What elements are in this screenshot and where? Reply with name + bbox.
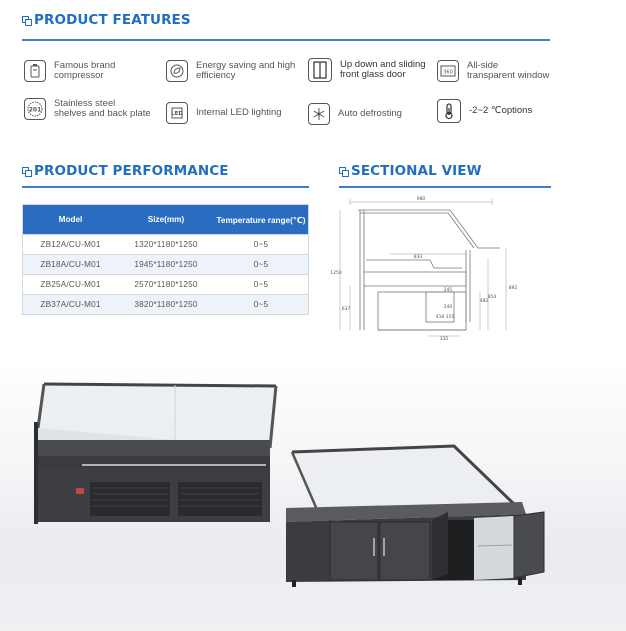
dim-right-low: 482 xyxy=(480,298,489,304)
cell-model: ZB25A/CU-M01 xyxy=(22,274,118,295)
cell-model: ZB37A/CU-M01 xyxy=(22,294,118,315)
dim-center-mid: 245 xyxy=(444,287,453,293)
cell-model: ZB18A/CU-M01 xyxy=(22,254,118,275)
sectional-divider xyxy=(339,186,551,188)
feature-text: Up down and sliding front glass door xyxy=(340,59,426,80)
energy-leaf-icon xyxy=(166,60,188,82)
display-case-right xyxy=(286,444,545,587)
features-divider xyxy=(22,39,550,41)
performance-table: Model Size(mm) Temperature range(℃) ZB12… xyxy=(22,204,309,315)
feature-steel-shelf: 201 Stainless steel shelves and back pla… xyxy=(24,98,151,120)
performance-header: PRODUCT PERFORMANCE xyxy=(22,163,229,179)
section-icon xyxy=(22,16,32,26)
dim-left-low: 637 xyxy=(342,306,351,312)
section-icon xyxy=(22,167,32,177)
cell-temp: 0~5 xyxy=(214,274,309,295)
cell-model: ZB12A/CU-M01 xyxy=(22,234,118,255)
dim-top: 980 xyxy=(417,196,426,202)
table-row: ZB18A/CU-M01 1945*1180*1250 0~5 xyxy=(22,254,309,275)
dim-bottom: 335 xyxy=(440,336,449,342)
table-row: ZB12A/CU-M01 1320*1180*1250 0~5 xyxy=(22,234,309,255)
thermometer-icon xyxy=(437,99,461,123)
glass-outline xyxy=(358,209,500,249)
performance-divider xyxy=(22,186,309,188)
feature-text: All-side transparent window xyxy=(467,60,550,81)
feature-text: Auto defrosting xyxy=(338,108,402,119)
table-row: ZB25A/CU-M01 2570*1180*1250 0~5 xyxy=(22,274,309,295)
cell-temp: 0~5 xyxy=(214,294,309,315)
cell-size: 1320*1180*1250 xyxy=(118,234,214,255)
feature-sliding-door: Up down and sliding front glass door xyxy=(308,58,426,82)
dim-right-mid: 854 xyxy=(488,294,497,300)
sectional-header: SECTIONAL VIEW xyxy=(339,163,482,179)
sectional-diagram: 980 833 1250 637 892 854 482 245 418 315… xyxy=(330,196,518,342)
sliding-door-icon xyxy=(308,58,332,82)
svg-text:360: 360 xyxy=(443,70,453,76)
feature-transparent-window: 360 All-side transparent window xyxy=(437,60,549,82)
glass-inner xyxy=(360,212,475,249)
performance-title: PRODUCT PERFORMANCE xyxy=(34,163,229,179)
table-row: ZB37A/CU-M01 3820*1180*1250 0~5 xyxy=(22,294,309,315)
feature-text: Famous brand compressor xyxy=(54,60,116,81)
feature-energy: Energy saving and high efficiency xyxy=(166,60,295,82)
cell-temp: 0~5 xyxy=(214,234,309,255)
display-case-left xyxy=(34,382,278,524)
steel-badge-text: 201 xyxy=(29,107,42,114)
feature-text: -2~2 ℃options xyxy=(469,105,533,116)
cell-size: 2570*1180*1250 xyxy=(118,274,214,295)
feature-text: Stainless steel shelves and back plate xyxy=(54,98,151,119)
features-header: PRODUCT FEATURES xyxy=(22,12,191,28)
feature-led: LED Internal LED lighting xyxy=(166,102,282,124)
transparent-window-icon: 360 xyxy=(437,60,459,82)
features-title: PRODUCT FEATURES xyxy=(34,12,191,28)
dim-bottom-inner-b: 315 xyxy=(446,314,455,320)
cell-temp: 0~5 xyxy=(214,254,309,275)
dim-left-height: 1250 xyxy=(330,270,342,276)
table-header-row: Model Size(mm) Temperature range(℃) xyxy=(22,204,309,235)
column-header: Temperature range(℃) xyxy=(214,204,309,235)
section-icon xyxy=(339,167,349,177)
dim-right-outer: 892 xyxy=(509,285,518,291)
sectional-title: SECTIONAL VIEW xyxy=(351,163,482,179)
compressor-icon xyxy=(24,60,46,82)
feature-temperature: -2~2 ℃options xyxy=(437,99,532,123)
led-icon: LED xyxy=(166,102,188,124)
feature-text: Internal LED lighting xyxy=(196,107,282,118)
feature-text: Energy saving and high efficiency xyxy=(196,60,296,81)
led-badge-text: LED xyxy=(171,111,183,117)
column-header: Model xyxy=(22,204,118,235)
cell-size: 1945*1180*1250 xyxy=(118,254,214,275)
steel-shelf-icon: 201 xyxy=(24,98,46,120)
dim-inner-left: 833 xyxy=(414,254,423,260)
snowflake-icon xyxy=(308,103,330,125)
feature-compressor: Famous brand compressor xyxy=(24,60,115,82)
dim-bottom-inner-a: 418 xyxy=(436,314,445,320)
cell-size: 3820*1180*1250 xyxy=(118,294,214,315)
column-header: Size(mm) xyxy=(118,204,214,235)
dim-inner-small: 240 xyxy=(444,304,453,310)
feature-auto-defrost: Auto defrosting xyxy=(308,103,402,125)
